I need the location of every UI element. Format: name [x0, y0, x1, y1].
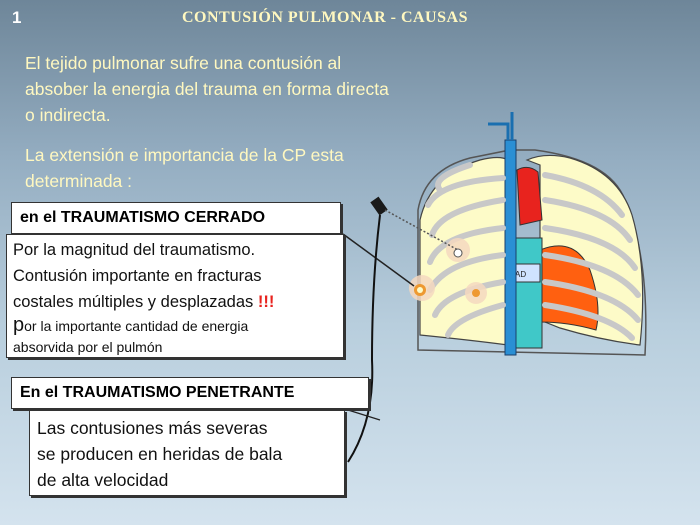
intro-paragraph-2: La extensión e importancia de la CP esta… [25, 142, 445, 194]
slide-number: 1 [12, 8, 22, 27]
blunt-line: Contusión importante en fracturas [13, 267, 262, 285]
trachea [504, 139, 517, 356]
pointer-line-3 [347, 409, 381, 421]
thorax-outline [417, 149, 647, 356]
penetrating-line: Las contusiones más severas [37, 418, 268, 438]
blunt-line: costales múltiples y desplazadas !!! [13, 289, 337, 315]
left-ventricle [539, 245, 599, 331]
blunt-line-text: or la importante cantidad de energia [24, 318, 249, 334]
blunt-line: absorvida por el pulmón [13, 339, 163, 355]
emphasis-marks: !!! [257, 293, 275, 311]
intro-line: La extensión e importancia de la CP esta [25, 145, 344, 165]
blunt-line: Por la magnitud del traumatismo. [13, 241, 256, 259]
slide-title: CONTUSIÓN PULMONAR - CAUSAS [182, 9, 468, 26]
tube-line [488, 112, 514, 140]
pointer-line-2 [347, 214, 381, 463]
ad-label: AD [515, 270, 526, 279]
right-atrium [515, 237, 543, 349]
penetrating-trauma-box: Las contusiones más severas se producen … [29, 410, 345, 496]
intro-line: El tejido pulmonar sufre una contusión a… [25, 53, 342, 73]
intro-paragraph-1: El tejido pulmonar sufre una contusión a… [25, 50, 485, 128]
blunt-line: por la importante cantidad de energia [13, 315, 337, 337]
ribs [425, 162, 641, 341]
blunt-trauma-box: Por la magnitud del traumatismo. Contusi… [6, 234, 344, 358]
bullet [370, 196, 459, 251]
ad-label-box [509, 263, 541, 283]
lung-left [525, 154, 644, 346]
aorta [516, 166, 543, 226]
intro-line: determinada : [25, 171, 133, 191]
penetrating-line: se producen en heridas de bala [37, 444, 283, 464]
initial-letter: p [13, 314, 25, 336]
intro-line: o indirecta. [25, 105, 111, 125]
blunt-line-text: costales múltiples y desplazadas [13, 293, 258, 311]
blunt-trauma-header: en el TRAUMATISMO CERRADO [11, 202, 341, 234]
penetrating-trauma-header: En el TRAUMATISMO PENETRANTE [11, 377, 369, 409]
contusions [409, 238, 487, 304]
penetrating-line: de alta velocidad [37, 470, 169, 490]
intro-line: absober la energia del trauma en forma d… [25, 79, 389, 99]
pointer-line-1 [342, 233, 415, 287]
